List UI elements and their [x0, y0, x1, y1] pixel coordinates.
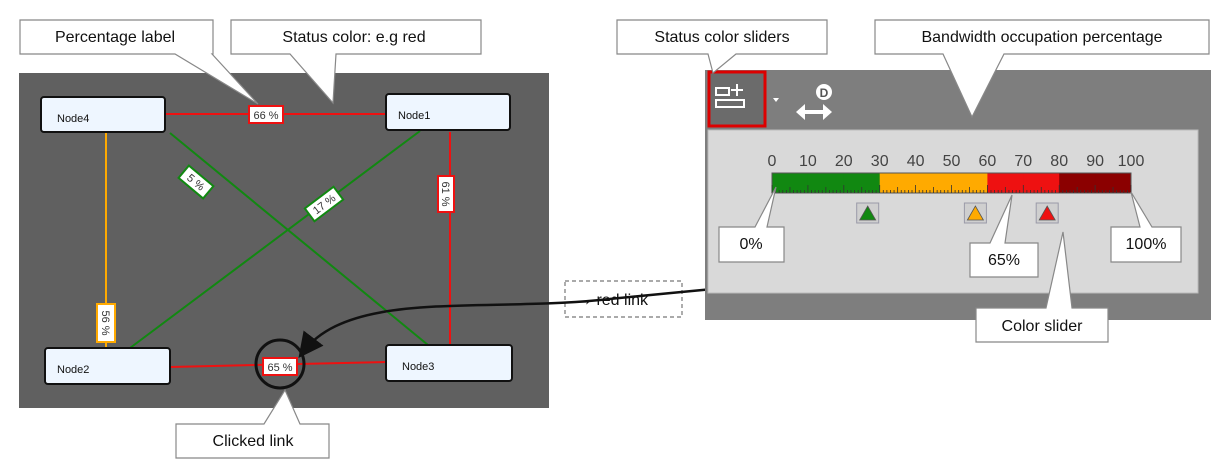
callout-sixty-five-percent: 65% [969, 194, 1039, 278]
color-bar-segment [772, 173, 809, 193]
link-label-text: 66 % [253, 110, 278, 122]
callout-zero-percent: 0% [718, 186, 785, 263]
scale-tick-label: 50 [943, 153, 961, 170]
callout-clicked-link: Clicked link [175, 388, 330, 459]
scale-tick-label: 30 [871, 153, 889, 170]
svg-text:D: D [820, 86, 829, 100]
slider-add-icon [715, 84, 745, 108]
callout-text: 100% [1126, 236, 1167, 253]
node-label: Node2 [57, 364, 89, 376]
callout-color-slider: Color slider [975, 231, 1109, 343]
node-label: Node1 [398, 110, 430, 122]
link-label-66[interactable]: 66 % [248, 105, 284, 124]
callout-status-color: Status color: e.g red [230, 19, 482, 105]
color-slider[interactable] [856, 202, 880, 224]
link-label-56[interactable]: 56 % [96, 303, 116, 343]
link-label-text: 61 % [439, 181, 451, 206]
scale-tick-label: 70 [1014, 153, 1032, 170]
callout-text: 0% [739, 236, 762, 253]
link-label-text: 56 % [99, 310, 111, 335]
link-node4-node3[interactable] [169, 132, 429, 346]
scale-panel [707, 129, 1199, 294]
color-bar-segment [879, 173, 917, 193]
callout-text: Percentage label [55, 29, 175, 46]
callout-text: Color slider [1002, 318, 1084, 335]
callout-percentage-label: Percentage label [19, 19, 259, 105]
red-link-annotation: → red link [564, 280, 683, 318]
node-label: Node3 [402, 361, 434, 373]
status-color-sliders-button[interactable] [707, 70, 767, 128]
scale-tick-label: 0 [768, 153, 777, 170]
callout-status-color-sliders: Status color sliders [616, 19, 828, 75]
node-node4[interactable]: Node4 [40, 96, 166, 133]
callout-text: Bandwidth occupation percentage [921, 29, 1162, 46]
scale-tick-label: 40 [907, 153, 925, 170]
link-label-65[interactable]: 65 % [262, 357, 298, 376]
d-arrows-icon[interactable]: D [796, 84, 832, 120]
link-label-text: 65 % [267, 362, 292, 374]
color-bar-segment [807, 173, 845, 193]
node-node3[interactable]: Node3 [385, 344, 513, 382]
color-bar-segment [915, 173, 952, 193]
color-sliders [856, 202, 1059, 224]
callout-hundred-percent: 100% [1110, 191, 1182, 263]
link-label-61[interactable]: 61 % [437, 175, 455, 213]
color-bar-segment [951, 173, 988, 193]
color-slider[interactable] [963, 202, 987, 224]
scale-tick-label: 100 [1118, 153, 1145, 170]
scale-tick-label: 80 [1050, 153, 1068, 170]
color-bar-segment [1023, 173, 1060, 193]
color-bar-segment [843, 173, 881, 193]
link-label-5[interactable]: 5 % [177, 164, 215, 200]
clicked-link-circle [254, 338, 306, 390]
scale-tick-label: 60 [979, 153, 997, 170]
node-node2[interactable]: Node2 [44, 347, 171, 385]
color-bar [771, 172, 1132, 194]
scale-tick-label: 10 [799, 153, 817, 170]
color-bar-segment [1059, 173, 1096, 193]
chevron-down-icon[interactable] [773, 98, 779, 102]
node-node1[interactable]: Node1 [385, 93, 511, 131]
callout-text: Clicked link [213, 433, 295, 450]
scale-tick-labels: 0 10 20 30 40 50 60 70 80 90 100 [768, 153, 1145, 170]
node-label: Node4 [57, 113, 89, 125]
color-slider[interactable] [1035, 202, 1059, 224]
callout-bandwidth-occupation: Bandwidth occupation percentage [874, 19, 1210, 119]
callout-text: Status color: e.g red [282, 29, 425, 46]
callout-text: 65% [988, 252, 1020, 269]
callout-text: Status color sliders [654, 29, 789, 46]
link-node2-node1[interactable] [129, 130, 421, 349]
color-bar-segment [987, 173, 1024, 193]
color-bar-segment [1095, 173, 1132, 193]
scale-tick-label: 20 [835, 153, 853, 170]
scale-tick-label: 90 [1086, 153, 1104, 170]
